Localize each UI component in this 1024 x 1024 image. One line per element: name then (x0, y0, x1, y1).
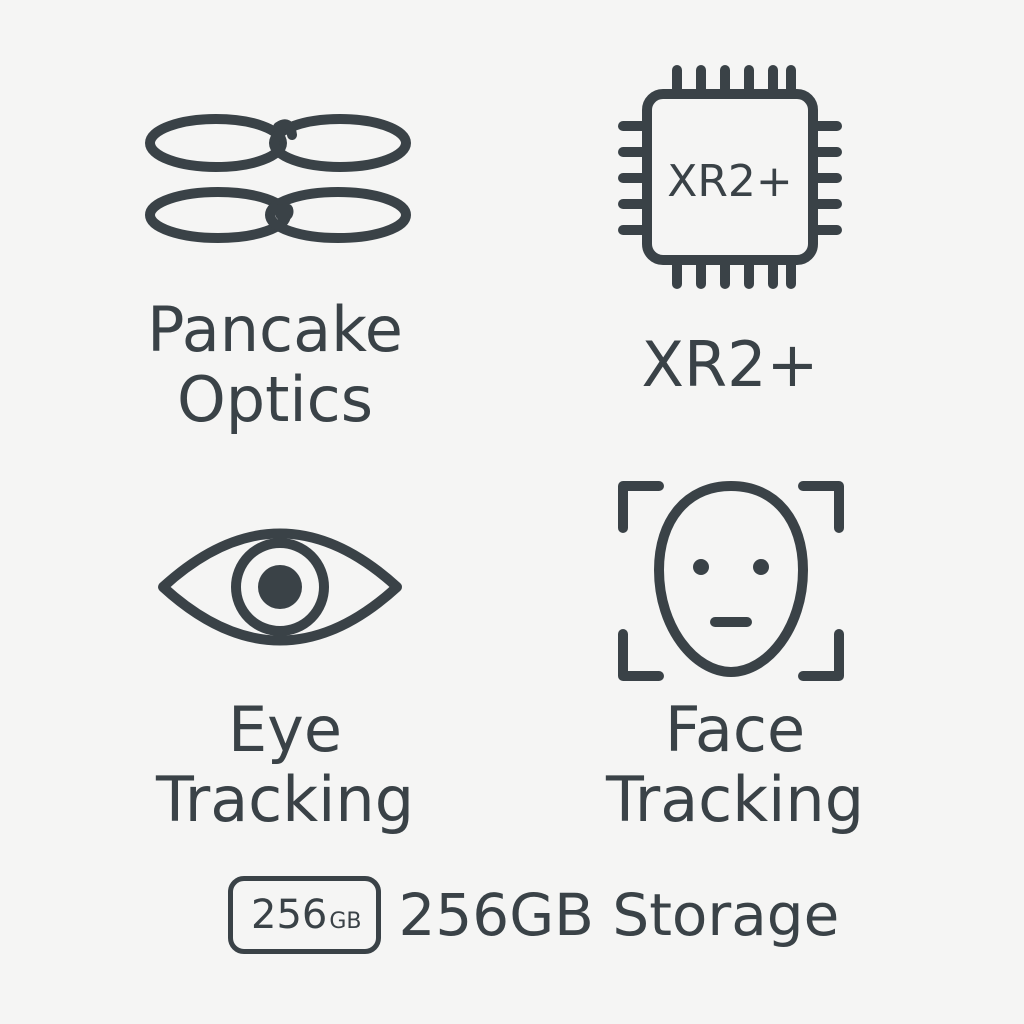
face-scan-icon (615, 478, 847, 684)
label-line: Eye (227, 693, 342, 766)
feature-label-face-tracking: Face Tracking (570, 695, 900, 835)
feature-label-xr2-plus: XR2+ (600, 330, 860, 400)
eye-icon (155, 512, 405, 662)
storage-label: 256GB Storage (398, 881, 840, 949)
feature-storage: 256 GB 256GB Storage (228, 876, 839, 954)
label-line: Optics (176, 363, 374, 436)
storage-badge-unit: GB (329, 909, 362, 934)
label-line: Pancake (147, 293, 403, 366)
feature-label-eye-tracking: Eye Tracking (100, 695, 470, 835)
pancake-lenses-icon (140, 105, 415, 245)
label-line: Face (664, 693, 806, 766)
label-line: Tracking (605, 763, 865, 836)
label-line: XR2+ (641, 328, 819, 401)
storage-badge-icon: 256 GB (228, 876, 381, 954)
chip-text: XR2+ (667, 156, 793, 207)
storage-badge-number: 256 (251, 892, 328, 938)
chip-icon: XR2+ (615, 64, 847, 290)
label-line: Tracking (155, 763, 415, 836)
feature-label-pancake-optics: Pancake Optics (100, 295, 450, 435)
